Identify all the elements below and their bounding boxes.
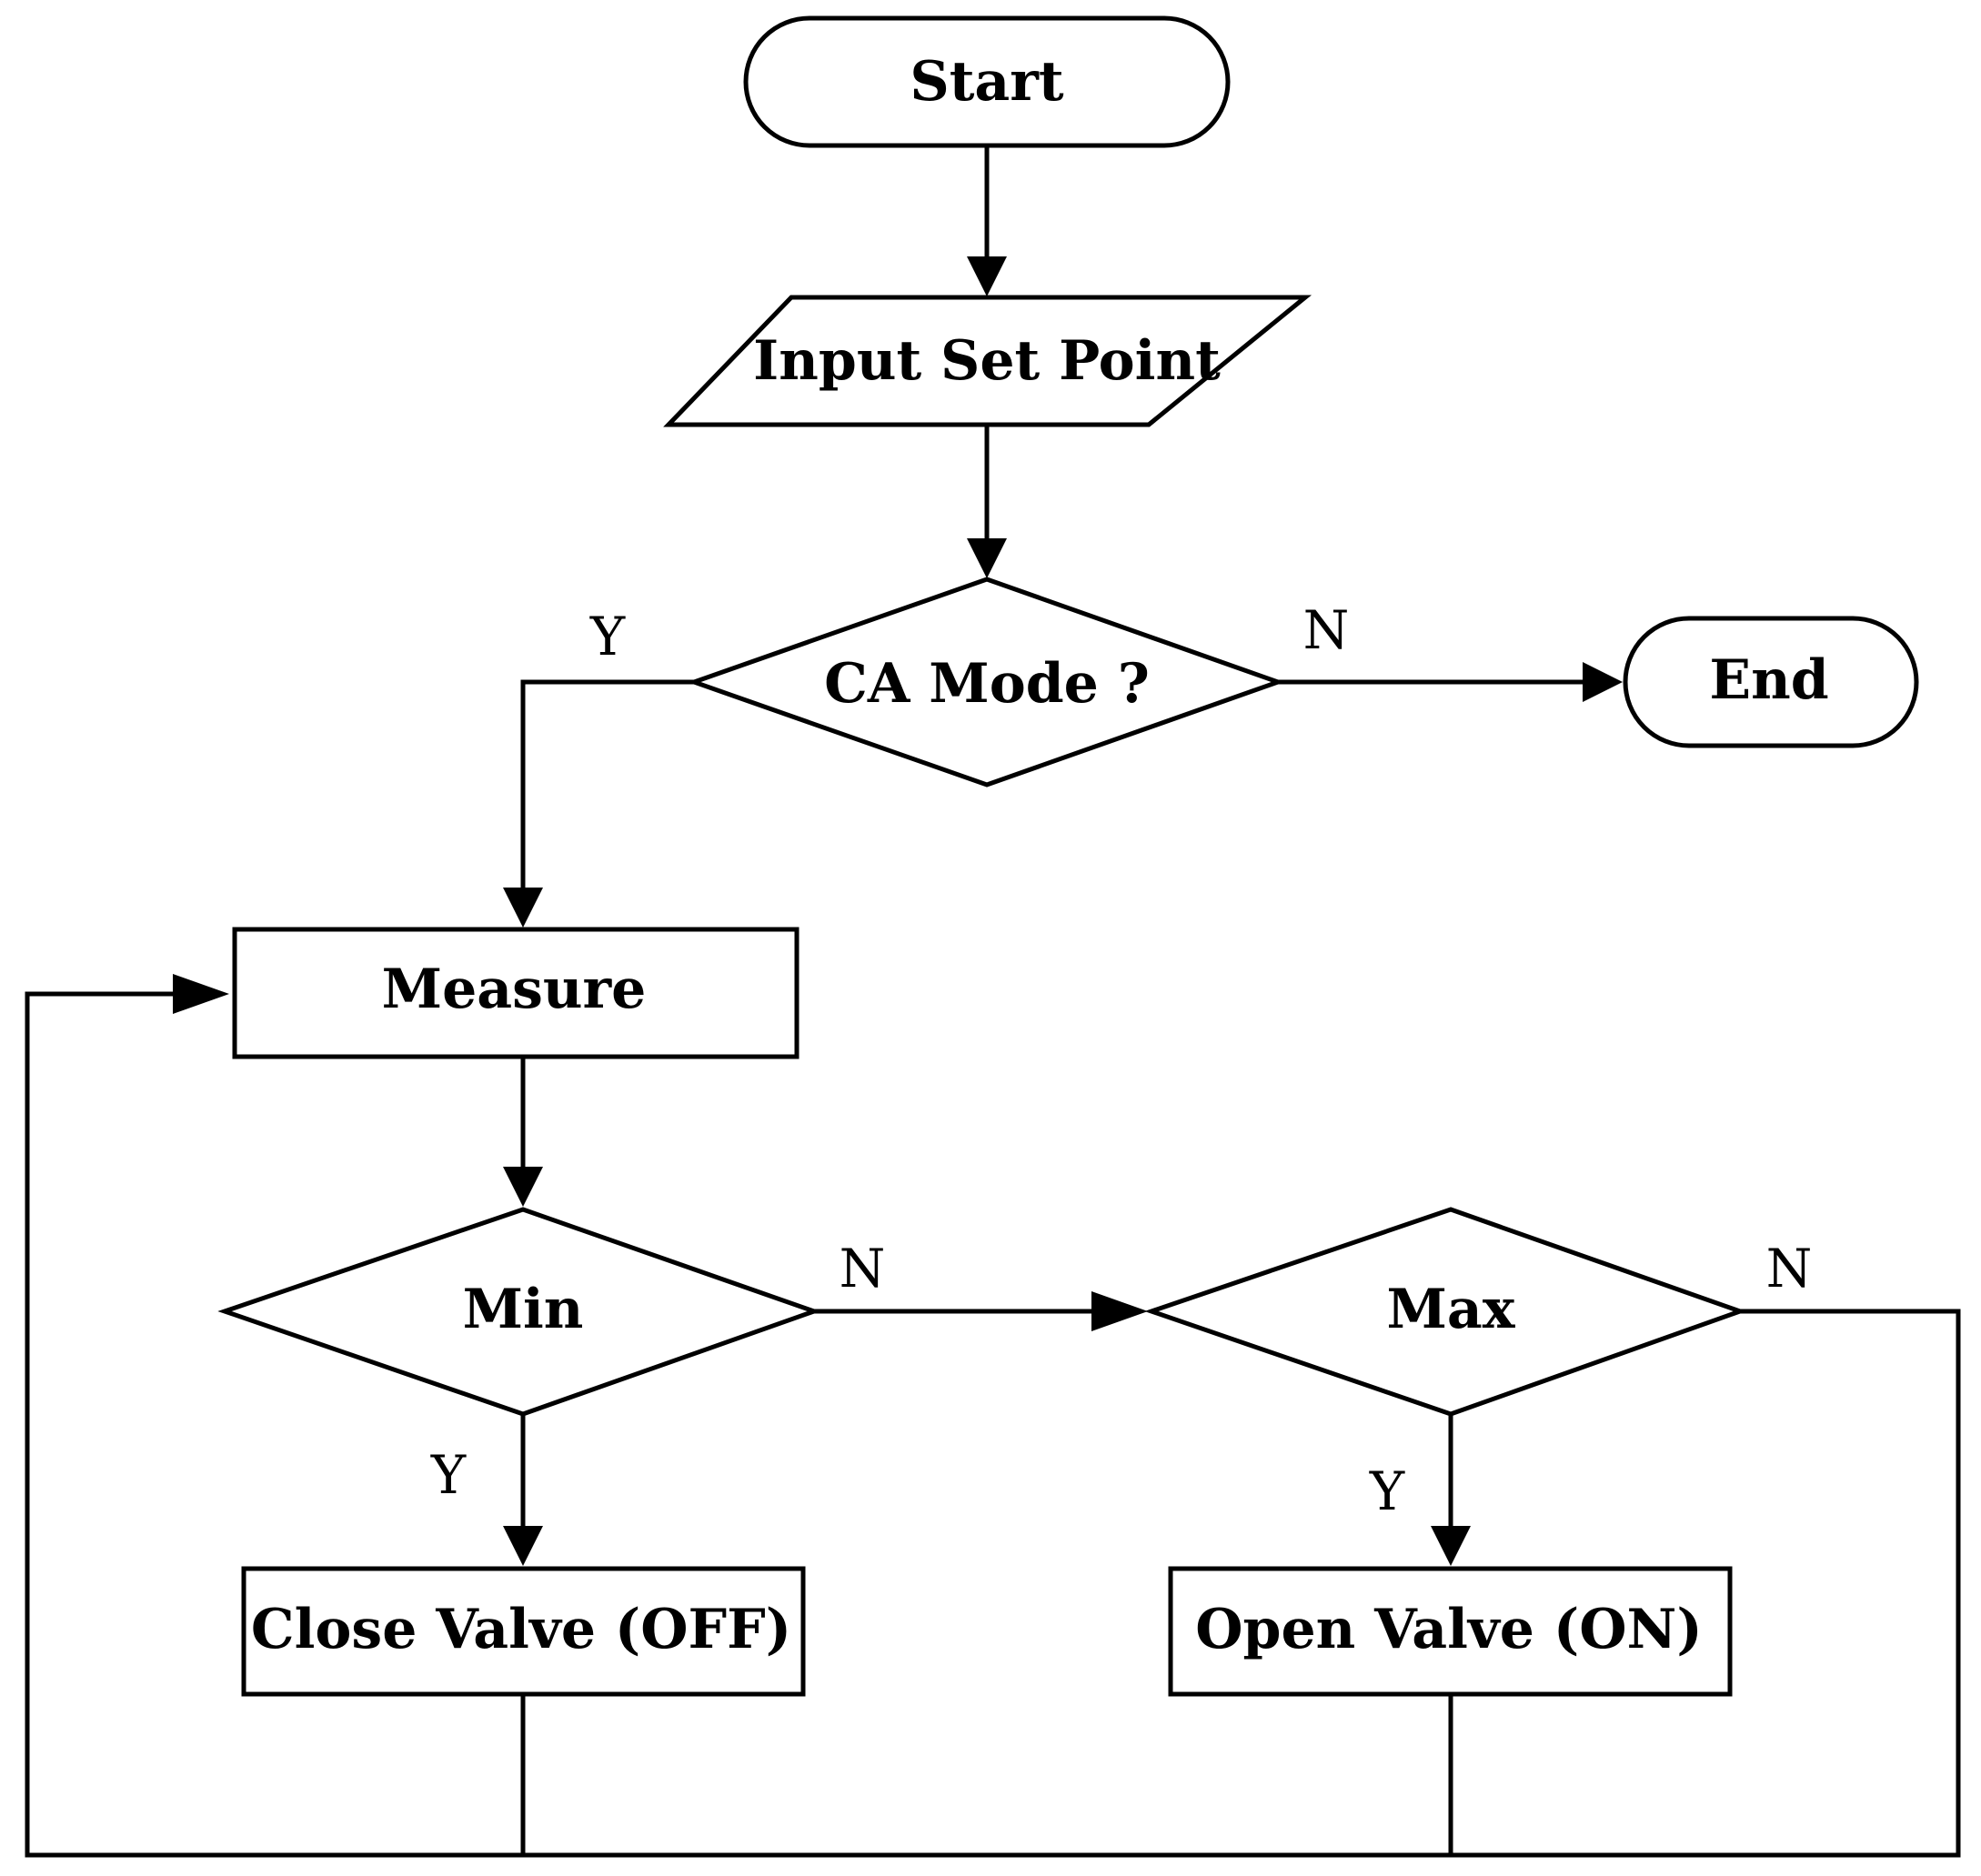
max-no-label: N	[1766, 1238, 1813, 1299]
open-valve-process: Open Valve (ON)	[1168, 1566, 1733, 1697]
input-set-point-io: Input Set Point	[663, 295, 1312, 427]
end-terminal: End	[1623, 616, 1919, 748]
max-yes-label: Y	[1369, 1460, 1405, 1522]
arrowhead-open-valve	[1431, 1526, 1471, 1566]
arrowhead-measure	[503, 888, 543, 928]
arrowhead-min	[503, 1167, 543, 1207]
arrowhead-loop-measure	[173, 974, 229, 1014]
edge-max-no-loop	[25, 1309, 1961, 1858]
arrowhead-close-valve	[503, 1526, 543, 1566]
start-terminal: Start	[743, 15, 1231, 148]
close-valve-process: Close Valve (OFF)	[241, 1566, 806, 1697]
input-set-point-label: Input Set Point	[753, 329, 1221, 393]
open-valve-label: Open Valve (ON)	[1195, 1598, 1702, 1661]
arrowhead-end	[1583, 662, 1623, 702]
min-decision: Min	[217, 1207, 821, 1417]
close-valve-label: Close Valve (OFF)	[251, 1598, 791, 1661]
max-label: Max	[1386, 1278, 1515, 1341]
arrowhead-max	[1091, 1291, 1148, 1331]
max-decision: Max	[1144, 1207, 1747, 1417]
measure-label: Measure	[382, 958, 647, 1021]
start-label: Start	[910, 50, 1064, 114]
end-label: End	[1709, 648, 1828, 712]
ca-mode-label: CA Mode ?	[824, 652, 1150, 716]
ca-mode-decision: CA Mode ?	[687, 577, 1285, 788]
measure-process: Measure	[232, 927, 799, 1059]
min-yes-label: Y	[430, 1444, 467, 1506]
edge-loop-back-to-measure	[25, 991, 203, 1858]
min-label: Min	[463, 1278, 584, 1341]
edge-ca-mode-yes-to-measure	[520, 679, 697, 908]
ca-mode-yes-label: Y	[589, 606, 626, 667]
arrowhead-ca-mode	[967, 538, 1007, 578]
ca-mode-no-label: N	[1303, 599, 1350, 661]
arrowhead-input	[967, 256, 1007, 296]
min-no-label: N	[840, 1238, 886, 1299]
